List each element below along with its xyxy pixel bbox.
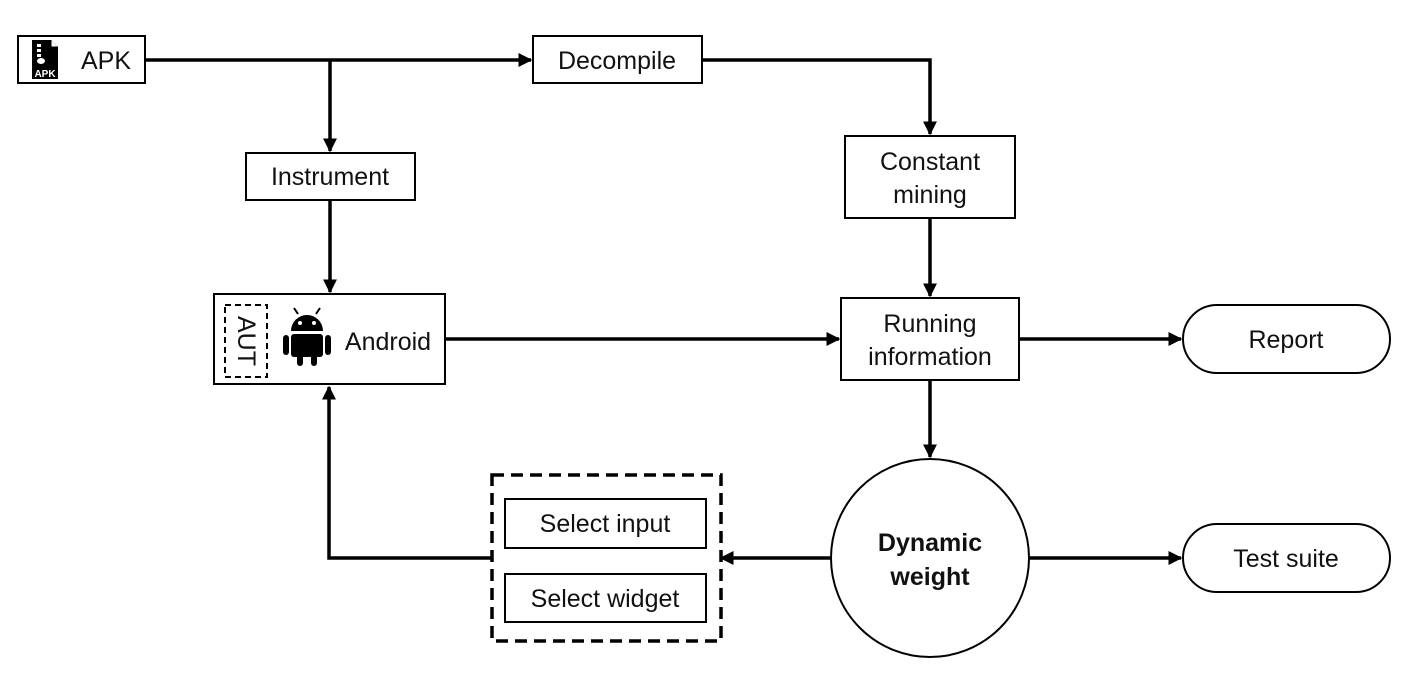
dynamic-weight-label-line2: weight — [889, 563, 970, 591]
report-label: Report — [1248, 326, 1323, 354]
select-widget-label: Select widget — [531, 585, 680, 613]
running-information-box — [840, 297, 1020, 381]
select-input-label: Select input — [540, 510, 671, 538]
aut-box — [224, 304, 268, 378]
apk-label: APK — [81, 47, 131, 75]
decompile-label: Decompile — [558, 47, 676, 75]
aut-label: AUT — [232, 316, 260, 366]
android-robot-icon — [283, 307, 331, 366]
decompile-node: Decompile — [532, 35, 703, 84]
report-box — [1182, 304, 1391, 374]
select-widget-box — [504, 573, 707, 623]
dynamic-weight-node: Dynamic weight — [830, 458, 1030, 658]
test-suite-node: Test suite — [1182, 523, 1391, 593]
instrument-box — [245, 152, 416, 201]
running-information-label-line1: Running — [883, 310, 976, 338]
test-suite-box — [1182, 523, 1391, 593]
constant-mining-node: Constant mining — [844, 135, 1016, 219]
instrument-label: Instrument — [271, 163, 389, 191]
edge-selection-to-android — [322, 385, 492, 560]
running-information-node: Running information — [840, 297, 1020, 381]
constant-mining-box — [844, 135, 1016, 219]
test-suite-label: Test suite — [1233, 545, 1339, 573]
selection-group: Select input Select widget — [490, 473, 723, 643]
android-label: Android — [345, 328, 431, 356]
apk-icon-label: APK — [34, 69, 56, 80]
selection-group-box — [490, 473, 723, 643]
select-input-box — [504, 498, 707, 549]
android-node: AUT Android — [213, 293, 446, 385]
dynamic-weight-label-line1: Dynamic — [878, 529, 982, 557]
edge-decompile-to-constant-mining — [702, 58, 937, 136]
dynamic-weight-circle — [830, 458, 1030, 658]
apk-node: APK APK — [17, 35, 146, 84]
instrument-node: Instrument — [245, 152, 416, 201]
running-information-label-line2: information — [868, 343, 992, 371]
apk-file-icon: APK — [32, 40, 58, 80]
constant-mining-label-line1: Constant — [880, 148, 980, 176]
edges — [145, 53, 1183, 565]
report-node: Report — [1182, 304, 1391, 374]
decompile-box — [532, 35, 703, 84]
constant-mining-label-line2: mining — [893, 181, 967, 209]
